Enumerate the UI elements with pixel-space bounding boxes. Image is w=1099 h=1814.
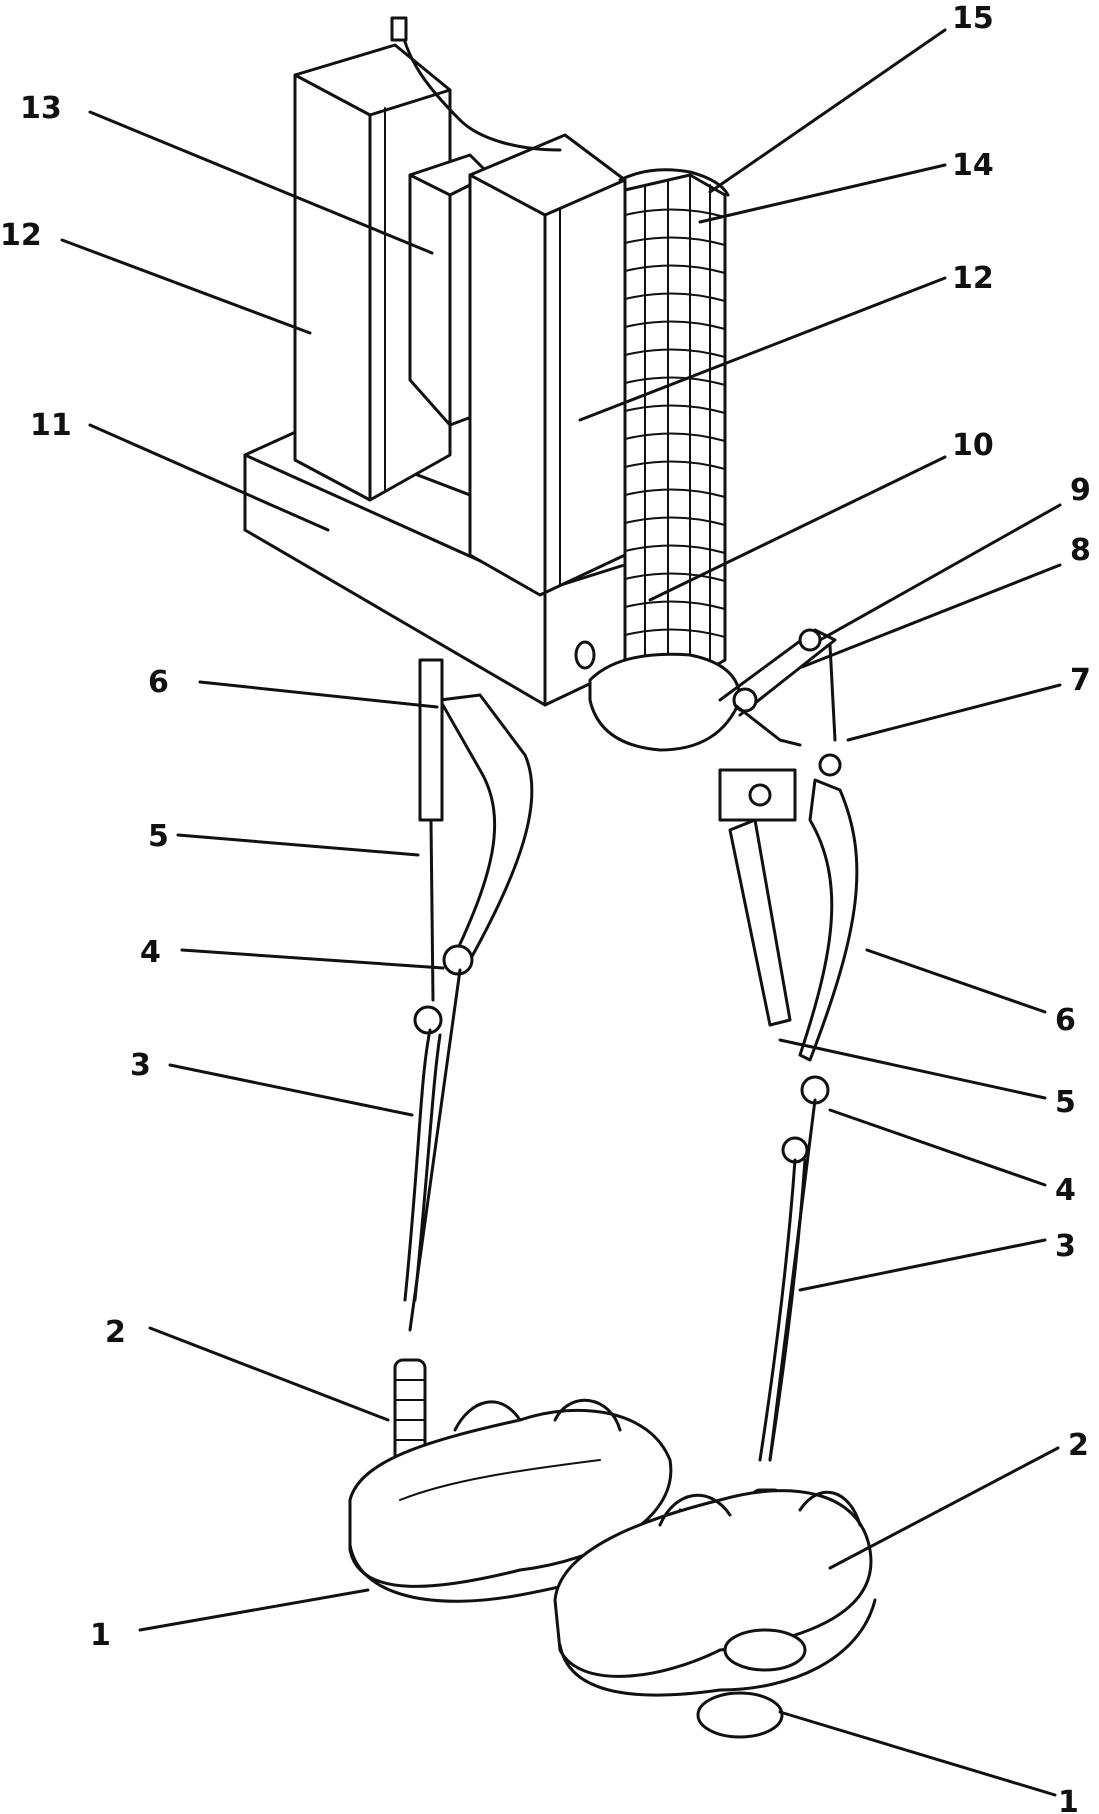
cable-plug	[390, 16, 408, 42]
hip-crossbar	[718, 628, 842, 777]
battery-pack-right	[468, 133, 627, 597]
callout-15: 15	[952, 1, 994, 36]
callout-2-left: 2	[105, 1315, 126, 1350]
leader-lines	[60, 28, 1062, 1797]
grid-row-line	[624, 600, 726, 610]
grid-row-line	[624, 348, 726, 358]
left-thigh-guide	[438, 693, 534, 962]
callout-14: 14	[952, 148, 994, 183]
callout-3-left: 3	[130, 1048, 151, 1083]
grid-row-line	[624, 236, 726, 246]
battery-pack-left	[293, 43, 452, 502]
power-cable	[398, 18, 562, 152]
right-gas-spring	[728, 818, 792, 1027]
callout-9: 9	[1070, 473, 1091, 508]
grid-row-line	[624, 320, 726, 330]
grid-row-line	[624, 460, 726, 470]
callout-3-right: 3	[1055, 1229, 1076, 1264]
left-gas-spring	[418, 658, 444, 822]
callout-4-left: 4	[140, 935, 161, 970]
mount-hole-icon	[574, 640, 596, 670]
callout-6-left: 6	[148, 665, 169, 700]
grid-row-line	[624, 292, 726, 302]
callout-6-right: 6	[1055, 1003, 1076, 1038]
grid-row-line	[624, 572, 726, 582]
left-knee-joint	[442, 944, 474, 976]
callout-1-right: 1	[1058, 1785, 1079, 1814]
right-thigh-guide	[798, 778, 859, 1062]
grid-row-line	[624, 432, 726, 442]
callout-12-right: 12	[952, 261, 994, 296]
callout-11: 11	[30, 408, 72, 443]
callout-7: 7	[1070, 663, 1091, 698]
callout-5-left: 5	[148, 819, 169, 854]
grid-row-line	[624, 628, 726, 638]
grid-row-line	[624, 488, 726, 498]
grid-row-line	[624, 544, 726, 554]
grid-row-line	[624, 208, 726, 218]
heat-sink-column	[588, 168, 742, 752]
grid-row-line	[624, 516, 726, 526]
callout-8: 8	[1070, 533, 1091, 568]
right-foot-plate	[553, 1489, 877, 1739]
column-base	[588, 652, 742, 752]
grid-row-line	[624, 404, 726, 414]
grid-row-line	[624, 376, 726, 386]
callout-12-left: 12	[0, 218, 42, 253]
callout-5-right: 5	[1055, 1085, 1076, 1120]
callout-4-right: 4	[1055, 1173, 1076, 1208]
callout-1-left: 1	[90, 1618, 111, 1653]
callout-13: 13	[20, 91, 62, 126]
hip-pivot-icon	[798, 628, 822, 652]
grid-row-line	[624, 264, 726, 274]
left-leg	[393, 658, 534, 1472]
callout-10: 10	[952, 428, 994, 463]
callout-2-right: 2	[1068, 1428, 1089, 1463]
